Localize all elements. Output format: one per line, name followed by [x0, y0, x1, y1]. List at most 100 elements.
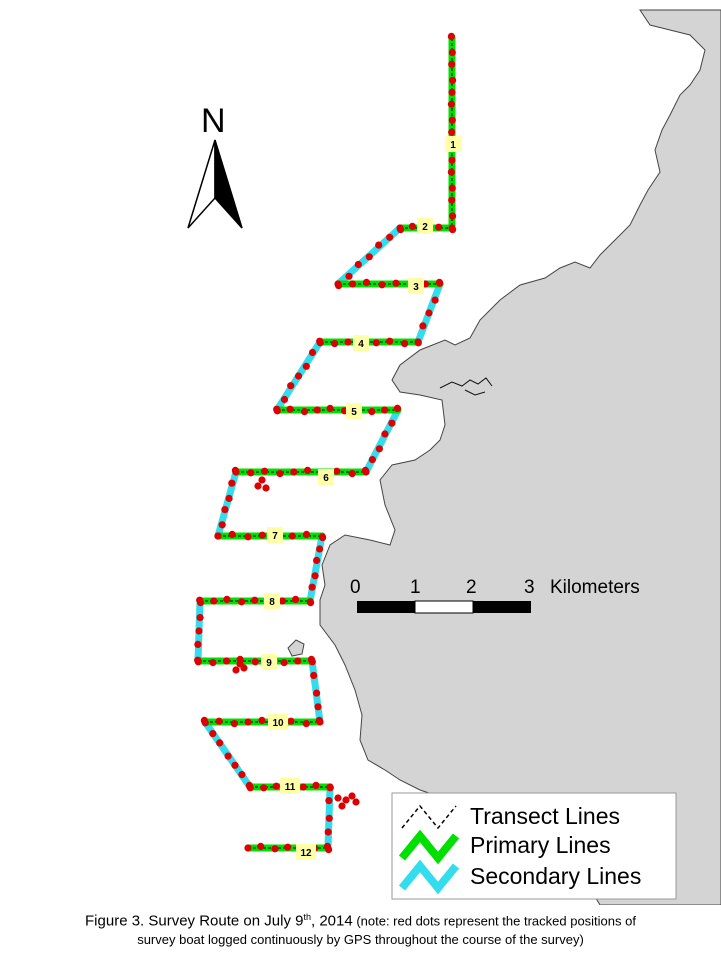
gps-position — [333, 467, 341, 475]
gps-position — [294, 372, 303, 380]
transect-label: 9 — [266, 658, 272, 669]
transect-label-box — [261, 654, 277, 670]
gps-position — [246, 784, 254, 792]
transect-label-box — [346, 403, 362, 419]
gps-position — [448, 116, 456, 124]
transect-label-box — [267, 527, 283, 543]
gps-position — [292, 595, 300, 604]
gps-position — [308, 583, 316, 591]
gps-position — [218, 521, 226, 529]
gps-position — [251, 596, 259, 604]
gps-position — [244, 533, 252, 541]
gps-position — [313, 689, 321, 697]
gps-position — [313, 556, 321, 565]
gps-position — [223, 595, 231, 604]
north-arrow-left-half — [187, 139, 216, 229]
figure-caption: Figure 3. Survey Route on July 9th, 2014… — [0, 908, 721, 949]
gps-position — [244, 844, 252, 852]
gps-position — [272, 782, 280, 790]
transect-label: 8 — [269, 597, 275, 608]
gps-position — [375, 241, 383, 249]
gps-position — [231, 761, 239, 769]
transect-label-box — [296, 844, 316, 860]
legend-label-secondary: Secondary Lines — [470, 863, 641, 889]
scale-tick-3: 3 — [524, 577, 535, 598]
gps-position — [300, 408, 309, 416]
land-mainland — [319, 9, 721, 905]
scale-segment-3 — [473, 601, 531, 613]
gps-position — [216, 739, 224, 747]
legend: Transect Lines Primary Lines Secondary L… — [391, 792, 677, 900]
gps-position — [215, 717, 223, 725]
gps-position — [288, 532, 296, 540]
scale-tick-2: 2 — [466, 577, 477, 598]
transect-label: 7 — [272, 531, 278, 542]
land-island — [287, 639, 305, 657]
north-arrow-right-half — [214, 139, 243, 229]
gps-position — [449, 212, 457, 220]
gps-position — [314, 703, 322, 711]
gps-position — [294, 657, 302, 665]
gps-position — [414, 339, 422, 347]
gps-position — [273, 405, 281, 413]
gps-position — [280, 395, 289, 404]
gps-position — [261, 467, 269, 475]
gps-position — [284, 843, 292, 851]
gps-position — [326, 783, 334, 791]
gps-position — [386, 337, 394, 345]
gps-position — [271, 845, 279, 853]
transect-label-box — [318, 469, 334, 485]
gps-position — [324, 828, 332, 836]
land-inlet-river — [439, 377, 493, 396]
gps-position — [431, 296, 439, 304]
gps-position — [361, 466, 369, 474]
gps-position — [230, 720, 238, 728]
gps-position — [287, 382, 295, 390]
gps-position — [345, 272, 353, 280]
gps-position — [338, 802, 346, 810]
gps-position — [194, 658, 202, 666]
transect-label-box — [417, 218, 433, 234]
gps-position — [349, 280, 357, 288]
gps-position — [447, 32, 455, 41]
gps-position — [232, 666, 240, 674]
gps-position — [334, 794, 342, 802]
gps-position — [310, 671, 318, 680]
gps-position — [397, 226, 405, 234]
transect-label: 11 — [285, 782, 296, 793]
scale-tick-1: 1 — [410, 577, 421, 598]
gps-position — [348, 470, 356, 478]
transect-label: 5 — [351, 407, 357, 418]
gps-position — [448, 88, 456, 96]
gps-position — [247, 469, 255, 477]
gps-position — [331, 340, 339, 348]
gps-position — [448, 48, 456, 57]
legend-symbol-secondary — [398, 859, 460, 895]
transect-label-box — [353, 335, 369, 351]
gps-position — [258, 716, 266, 725]
legend-symbol-transect — [401, 804, 457, 830]
caption-figure: Figure 3. Survey Route on July 9 — [85, 912, 304, 930]
transect-label-box — [264, 593, 280, 609]
transect-label-box — [408, 278, 424, 294]
gps-position — [238, 771, 246, 779]
gps-position — [388, 419, 396, 427]
gps-position — [302, 362, 310, 370]
gps-position — [448, 156, 456, 164]
gps-position — [276, 470, 284, 478]
gps-position — [325, 814, 333, 822]
gps-position — [368, 408, 376, 416]
gps-position — [195, 627, 203, 635]
gps-position — [214, 532, 222, 540]
transect-label: 3 — [413, 282, 419, 293]
gps-position — [319, 534, 327, 542]
gps-position — [251, 658, 259, 666]
coastline-land — [287, 9, 721, 905]
gps-position — [257, 842, 265, 851]
gps-position — [313, 406, 321, 414]
gps-position — [378, 281, 386, 289]
north-label: N — [201, 102, 226, 140]
gps-position — [302, 720, 310, 728]
